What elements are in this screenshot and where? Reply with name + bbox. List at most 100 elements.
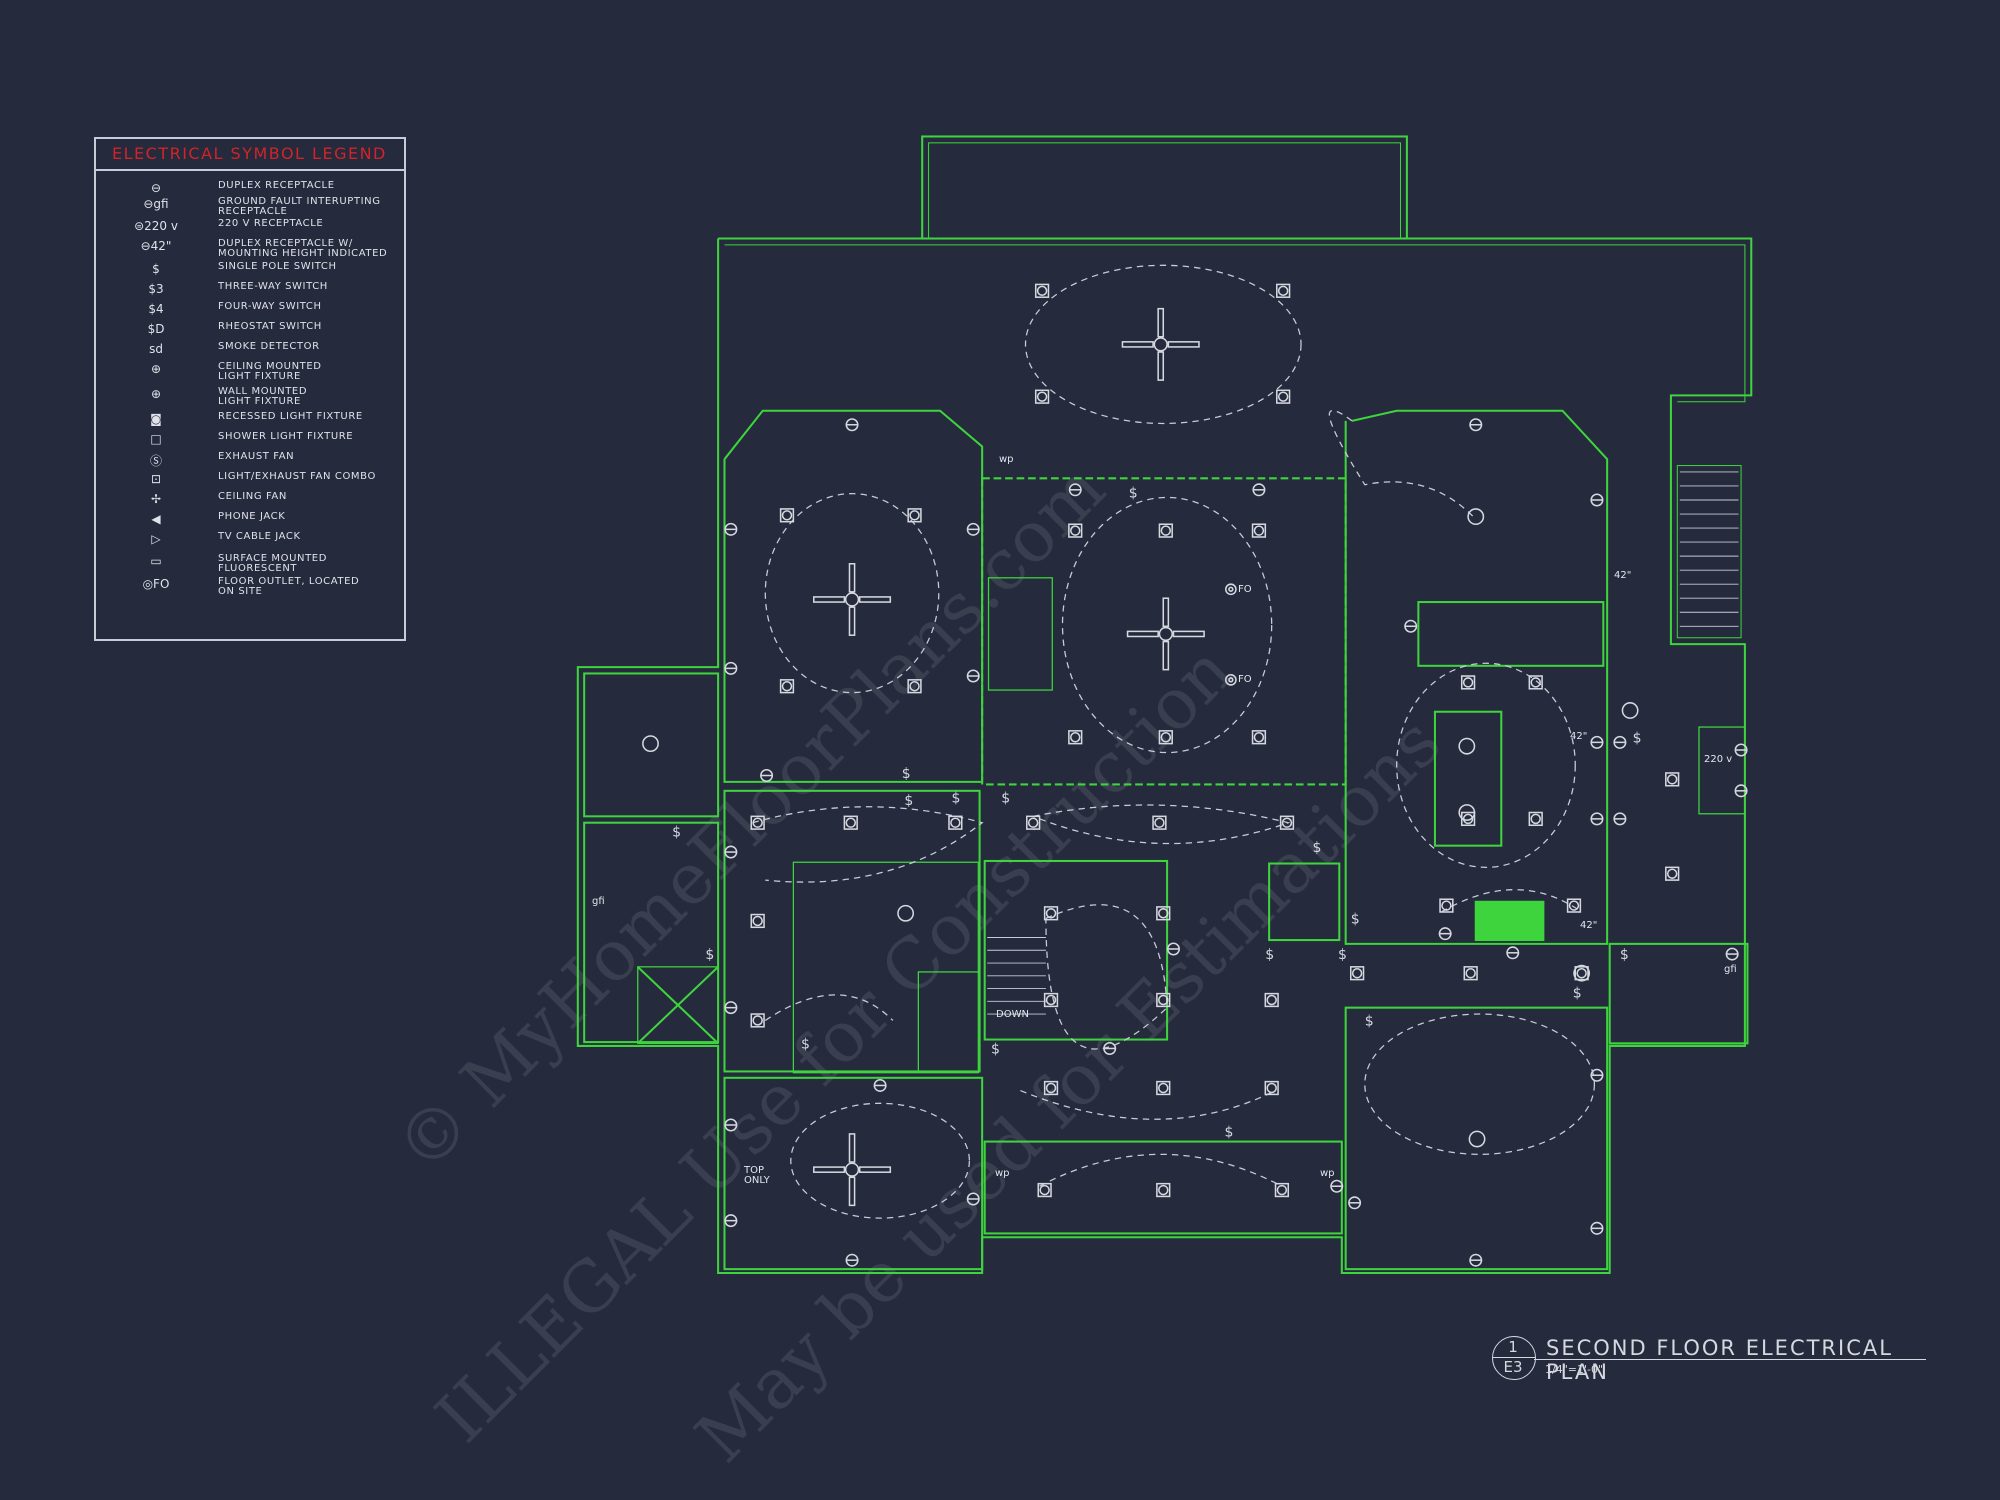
- ceiling-light-icon: [1458, 737, 1476, 755]
- recessed-light-icon: [1528, 675, 1543, 690]
- recessed-light-icon: [1068, 730, 1083, 745]
- recessed-light-icon: [1528, 811, 1543, 827]
- recessed-light-icon: [1276, 283, 1291, 298]
- switch-icon: $: [904, 793, 913, 809]
- floor-outlet-icon: ◎FO: [142, 577, 170, 591]
- recessed-light-icon: [750, 1013, 765, 1028]
- recessed-light-icon: [907, 508, 922, 523]
- legend-item: ◙RECESSED LIGHT FIXTURE: [96, 412, 404, 432]
- recessed-light-icon: [781, 680, 793, 692]
- drawing-title: SECOND FLOOR ELECTRICAL PLAN: [1546, 1336, 1893, 1384]
- recessed-light-icon: [750, 815, 765, 830]
- kitchen-counter: [1417, 601, 1605, 667]
- switch-icon: $: [991, 1042, 1000, 1058]
- recessed-light-icon: [948, 815, 963, 830]
- recessed-light-icon: [779, 679, 795, 694]
- recessed-light-icon: [1276, 1184, 1288, 1196]
- recessed-light-icon: [779, 508, 795, 523]
- recessed-light-icon: [1279, 815, 1295, 830]
- switch-icon: $: [672, 825, 681, 841]
- floor-outlet-icon: [1228, 677, 1234, 683]
- detail-number: 1: [1508, 1338, 1518, 1356]
- recessed-light-icon: [1463, 966, 1478, 981]
- elevator: [1268, 862, 1341, 942]
- label-42-2: 42": [1570, 731, 1588, 742]
- recessed-light-icon: [1158, 1184, 1169, 1196]
- legend-label: DUPLEX RECEPTACLE W/ MOUNTING HEIGHT IND…: [218, 238, 388, 259]
- legend-item: ▭SURFACE MOUNTED FLUORESCENT: [96, 554, 404, 574]
- legend-label: GROUND FAULT INTERUPTING RECEPTACLE: [218, 196, 381, 217]
- ceiling-fan-icon: [1121, 307, 1200, 381]
- switch-icon: $: [1001, 790, 1010, 806]
- label-gfi-1: gfi: [592, 896, 605, 907]
- ceiling-fan-icon: ✢: [150, 492, 162, 506]
- recessed-light-icon: [1530, 813, 1541, 825]
- legend-label: RECESSED LIGHT FIXTURE: [218, 411, 363, 422]
- circuit-lines: [752, 264, 1596, 1219]
- stair-treads: [987, 471, 1739, 1015]
- room-closet: [792, 861, 979, 1074]
- recessed-light-icon: [1566, 898, 1582, 913]
- recessed-light-icon: [1043, 906, 1059, 921]
- recessed-light-icon: [1156, 1080, 1171, 1096]
- room-bath: [723, 789, 981, 1073]
- recessed-light-icon: [1070, 732, 1081, 743]
- phone-jack-icon: ◀: [151, 512, 161, 526]
- shower-light-icon: □: [150, 432, 162, 446]
- legend-label: LIGHT/EXHAUST FAN COMBO: [218, 471, 376, 482]
- legend-label: CEILING MOUNTED LIGHT FIXTURE: [218, 361, 322, 382]
- legend-label: THREE-WAY SWITCH: [218, 281, 328, 292]
- legend-label: SINGLE POLE SWITCH: [218, 261, 337, 272]
- legend-label: CEILING FAN: [218, 491, 287, 502]
- ceiling-fan-icon: [813, 563, 892, 636]
- walls: [576, 135, 1753, 1274]
- switch-icon: $: [1633, 730, 1642, 746]
- recessed-light-icon: [1034, 389, 1050, 404]
- room-bath2: [583, 821, 720, 1044]
- ceiling-fan-icon: [813, 1133, 892, 1207]
- drawing-title-block: 1 E3 SECOND FLOOR ELECTRICAL PLAN 1/4"=1…: [1492, 1336, 1932, 1384]
- recessed-light-icon: [1665, 772, 1680, 787]
- label-wp-1: wp: [999, 454, 1014, 465]
- light-fan-combo-icon: ⊡: [150, 472, 162, 486]
- recessed-light-icon: [1043, 1080, 1059, 1096]
- electrical-symbol-legend: ELECTRICAL SYMBOL LEGEND ⊖DUPLEX RECEPTA…: [94, 137, 406, 641]
- room-bed4: [1344, 1006, 1609, 1271]
- wall-light-icon: ⊕: [150, 387, 162, 401]
- switch-icon: $: [1351, 911, 1360, 927]
- recessed-light-icon: [1036, 285, 1048, 297]
- switch-icon: $: [1573, 985, 1582, 1001]
- legend-item: ⊖42"DUPLEX RECEPTACLE W/ MOUNTING HEIGHT…: [96, 239, 404, 259]
- recessed-light-icon: [1251, 730, 1267, 745]
- ceiling-light-icon: [1458, 804, 1476, 821]
- floor-outlet-icon: [1225, 583, 1237, 596]
- legend-label: RHEOSTAT SWITCH: [218, 321, 322, 332]
- legend-item: ⊖DUPLEX RECEPTACLE: [96, 181, 404, 201]
- smoke-detector-icon: sd: [149, 342, 163, 356]
- ceiling-light-icon: [1573, 964, 1591, 982]
- recessed-light-icon: [1251, 523, 1267, 538]
- range: [1474, 900, 1545, 942]
- switch-icon: $: [902, 766, 911, 782]
- recessed-light-icon: [1576, 967, 1587, 979]
- recessed-light-icon: [1266, 1082, 1277, 1094]
- recessed-light-icon: [1036, 391, 1048, 402]
- detail-bubble: [1492, 1336, 1536, 1380]
- recessed-light-icon: [1043, 992, 1059, 1008]
- ceiling-light-icon: [1468, 1130, 1486, 1148]
- sheet-number: E3: [1503, 1358, 1523, 1376]
- recessed-light-icon: [1156, 992, 1171, 1008]
- label-42-1: 42": [1614, 570, 1632, 581]
- recessed-light-icon: [1264, 1080, 1279, 1096]
- room-kitchen: [1344, 409, 1609, 945]
- ceiling-light-icon: [897, 904, 915, 922]
- switch-icon: $: [1620, 947, 1629, 963]
- recessed-light-icon: [845, 817, 856, 828]
- recessed-light-icon: [1160, 732, 1172, 743]
- recessed-light-icon: [1568, 900, 1580, 911]
